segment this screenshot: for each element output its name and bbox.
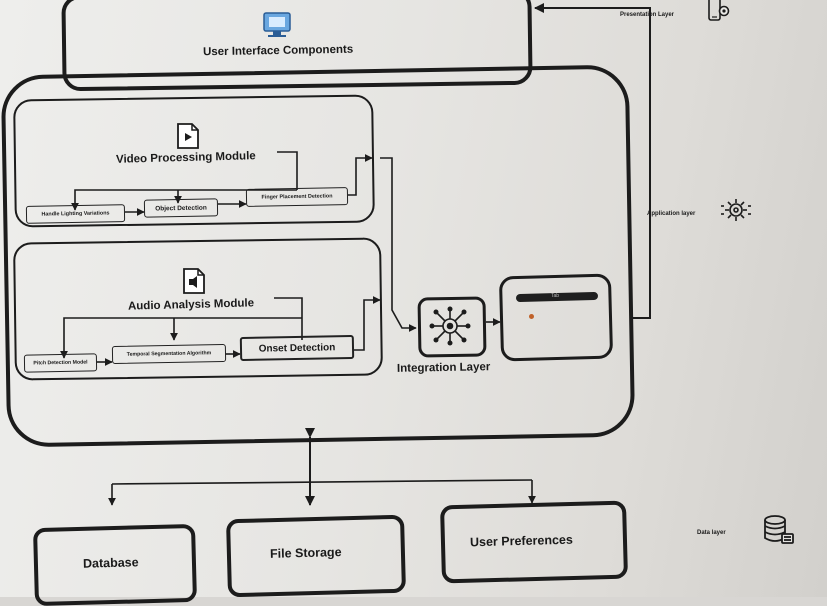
database-icon bbox=[762, 514, 796, 551]
phone-gear-icon bbox=[706, 0, 732, 29]
user-preferences-label: User Preferences bbox=[469, 532, 574, 550]
audio-step-onset-detection: Onset Detection bbox=[239, 335, 355, 361]
audio-step-pitch-detection: Pitch Detection Model bbox=[23, 353, 98, 373]
database-label: Database bbox=[82, 555, 139, 571]
tab-label: Tab bbox=[551, 293, 560, 299]
monitor-icon bbox=[262, 11, 292, 44]
integration-label: Integration Layer bbox=[396, 361, 491, 375]
video-file-icon bbox=[176, 122, 200, 155]
status-dot bbox=[529, 314, 534, 319]
file-storage-label: File Storage bbox=[269, 545, 342, 561]
gear-icon bbox=[720, 196, 752, 229]
data-layer-label: Data layer bbox=[697, 530, 726, 536]
output-panel-box bbox=[498, 273, 614, 362]
audio-file-icon bbox=[182, 267, 206, 300]
presentation-layer-label: Presentation Layer bbox=[620, 12, 675, 18]
audio-step-temporal-segmentation: Temporal Segmentation Algorithm bbox=[111, 344, 227, 364]
video-step-object-detection: Object Detection bbox=[143, 198, 219, 218]
video-step-finger-placement: Finger Placement Detection bbox=[245, 187, 349, 207]
application-layer-label: Application layer bbox=[647, 211, 696, 217]
video-step-handle-lighting: Handle Lighting Variations bbox=[25, 204, 126, 224]
network-brain-icon bbox=[428, 305, 472, 352]
